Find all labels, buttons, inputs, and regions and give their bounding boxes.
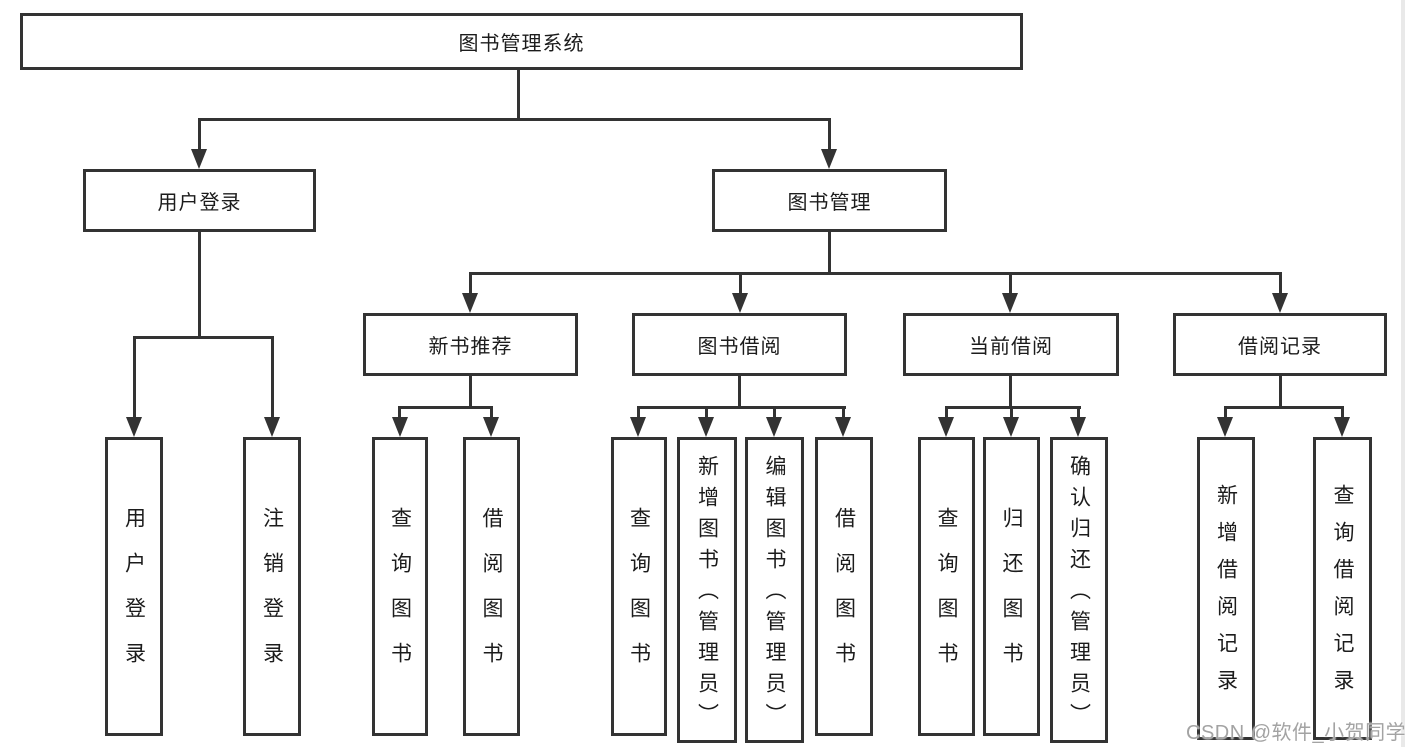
connector-drop-cb-confirm <box>1077 406 1080 419</box>
connector-root-trunk <box>517 70 520 118</box>
arrow-down-icon <box>483 417 499 437</box>
leaf-logout: 注销登录 <box>243 437 301 736</box>
connector-book-borrow-trunk <box>738 376 741 408</box>
arrow-down-icon <box>835 417 851 437</box>
connector-new-book-trunk <box>469 376 472 408</box>
arrow-down-icon <box>1217 417 1233 437</box>
arrow-down-icon <box>191 149 207 169</box>
node-book-mgmt: 图书管理 <box>712 169 947 232</box>
arrow-down-icon <box>126 417 142 437</box>
node-user-login: 用户登录 <box>83 169 316 232</box>
leaf-current-confirm-return-admin: 确认归还（管理员） <box>1050 437 1108 743</box>
leaf-user-login: 用户登录 <box>105 437 163 736</box>
connector-user-login-trunk <box>198 232 201 338</box>
connector-drop-new-book <box>469 272 472 293</box>
connector-user-login-rail <box>133 336 274 339</box>
connector-drop-user-login <box>198 118 201 152</box>
arrow-down-icon <box>392 417 408 437</box>
node-current-borrow: 当前借阅 <box>903 313 1119 376</box>
arrow-down-icon <box>462 293 478 313</box>
arrow-down-icon <box>698 417 714 437</box>
connector-new-book-rail <box>398 406 493 409</box>
connector-drop-nb-query <box>398 406 401 419</box>
connector-drop-cb-query <box>945 406 948 419</box>
arrow-down-icon <box>732 293 748 313</box>
node-book-borrow: 图书借阅 <box>632 313 847 376</box>
node-root-system: 图书管理系统 <box>20 13 1023 70</box>
connector-current-borrow-trunk <box>1009 376 1012 408</box>
connector-drop-book-mgmt <box>828 118 831 152</box>
connector-root-rail <box>198 118 831 121</box>
leaf-borrow-edit-books-admin: 编辑图书（管理员） <box>745 437 804 743</box>
leaf-record-add-borrow-record: 新增借阅记录 <box>1197 437 1255 740</box>
connector-current-borrow-rail <box>945 406 1081 409</box>
leaf-newbook-borrow-books: 借阅图书 <box>463 437 520 736</box>
arrow-down-icon <box>264 417 280 437</box>
connector-drop-bb-edit <box>773 406 776 419</box>
leaf-borrow-borrow-books: 借阅图书 <box>815 437 873 736</box>
connector-drop-borrow-record <box>1279 272 1282 293</box>
leaf-record-query-borrow-record: 查询借阅记录 <box>1313 437 1372 740</box>
connector-drop-br-add <box>1224 406 1227 419</box>
leaf-current-query-books: 查询图书 <box>918 437 975 736</box>
leaf-current-return-books: 归还图书 <box>983 437 1040 736</box>
connector-borrow-record-rail <box>1224 406 1344 409</box>
arrow-down-icon <box>1334 417 1350 437</box>
arrow-down-icon <box>938 417 954 437</box>
node-borrow-record: 借阅记录 <box>1173 313 1387 376</box>
leaf-borrow-query-books: 查询图书 <box>611 437 667 736</box>
arrow-down-icon <box>1070 417 1086 437</box>
connector-drop-bb-borrow <box>842 406 845 419</box>
page-edge-strip <box>1401 0 1405 747</box>
connector-drop-bb-add <box>705 406 708 419</box>
connector-drop-cb-return <box>1010 406 1013 419</box>
connector-book-mgmt-trunk <box>828 232 831 274</box>
node-new-book-recommend: 新书推荐 <box>363 313 578 376</box>
connector-drop-nb-borrow <box>490 406 493 419</box>
connector-drop-login <box>133 336 136 417</box>
connector-borrow-record-trunk <box>1279 376 1282 408</box>
leaf-borrow-add-books-admin: 新增图书（管理员） <box>677 437 737 743</box>
connector-drop-book-borrow <box>739 272 742 293</box>
connector-drop-logout <box>271 336 274 417</box>
arrow-down-icon <box>630 417 646 437</box>
connector-drop-current-borrow <box>1009 272 1012 293</box>
arrow-down-icon <box>1272 293 1288 313</box>
connector-book-borrow-rail <box>637 406 846 409</box>
connector-drop-bb-query <box>637 406 640 419</box>
connector-drop-br-query <box>1341 406 1344 419</box>
connector-modules-rail <box>469 272 1282 275</box>
arrow-down-icon <box>766 417 782 437</box>
csdn-watermark: CSDN @软件_小贺同学 <box>1186 722 1405 744</box>
leaf-newbook-query-books: 查询图书 <box>372 437 428 736</box>
arrow-down-icon <box>1002 293 1018 313</box>
arrow-down-icon <box>1003 417 1019 437</box>
arrow-down-icon <box>821 149 837 169</box>
